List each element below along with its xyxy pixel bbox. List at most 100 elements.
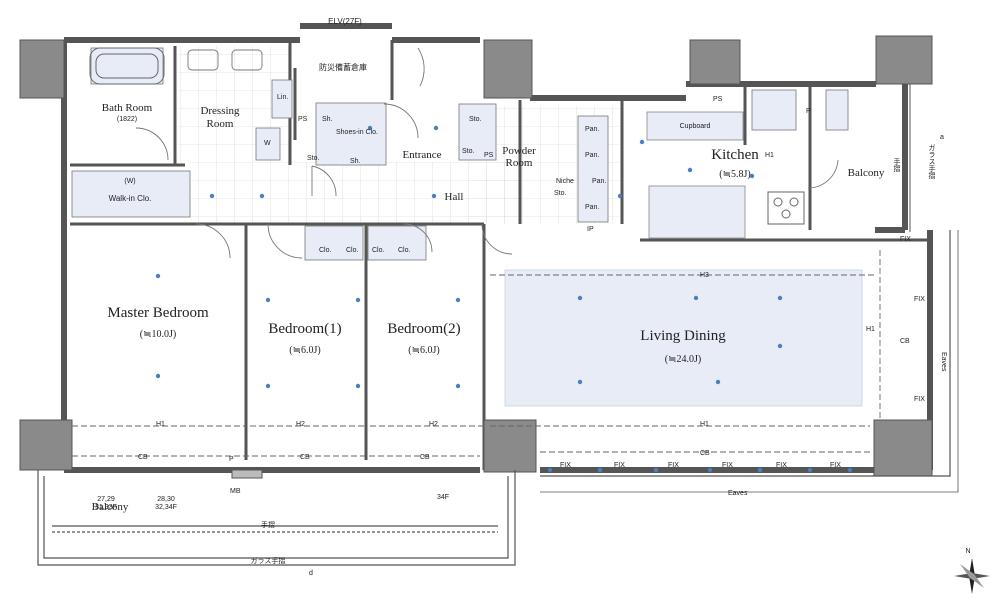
header-lines [72, 250, 881, 457]
glass-handrail-label-east: ガラス手摺 [928, 144, 935, 179]
kitchen-counter [648, 185, 746, 239]
elevator-label: ELV(27F) [328, 17, 362, 26]
h3-annot: H3 [700, 272, 709, 279]
living-dining-floor [504, 269, 863, 407]
closet-label-b1b: Clo. [346, 247, 359, 254]
mb-label: MB [230, 488, 241, 495]
cb-annot-2: CB [300, 454, 310, 461]
walkin-code: (W) [124, 178, 136, 185]
h1-annot-living: H1 [700, 421, 709, 428]
bedroom2-name: Bedroom(2) [387, 321, 461, 337]
powder-line1: Powder [502, 145, 536, 157]
p-label-kitchen: P [806, 108, 811, 115]
kitchen-area: (≒5.8J) [719, 169, 751, 180]
structural-columns [19, 35, 933, 479]
fix-annot-1: FIX [560, 462, 571, 469]
powder-line2: Room [505, 157, 533, 169]
marker-d: d [309, 570, 313, 577]
interior-walls [70, 40, 930, 470]
eaves-east: Eaves [940, 352, 947, 372]
cb-annot-3: CB [420, 454, 430, 461]
kitchen-name: Kitchen [711, 147, 759, 163]
tiled-floors [178, 46, 620, 224]
dressing-line2: Room [206, 118, 234, 130]
cupboard-label: Cupboard [679, 123, 711, 130]
closet-label-b1a: Clo. [319, 247, 332, 254]
fix-annot-e1: FIX [900, 236, 911, 243]
niche-storage-label: Sto. [554, 190, 567, 197]
fix-annot-3: FIX [668, 462, 679, 469]
pantry-label-4: Pan. [585, 204, 600, 211]
balcony-outlines [37, 83, 959, 566]
disaster-storage-name: 防災備蓄倉庫 [319, 63, 367, 72]
ps-label: PS [298, 116, 308, 123]
closet-label-b2b: Clo. [398, 247, 411, 254]
fix-annot-6: FIX [830, 462, 841, 469]
marker-a: a [940, 134, 944, 141]
south-balcony-name: Balcony [91, 501, 129, 513]
living-dining-area: (≒24.0J) [664, 354, 702, 365]
fix-annot-e2: FIX [914, 296, 925, 303]
cb-annot-1: CB [138, 454, 148, 461]
pantry-label-1: Pan. [585, 126, 600, 133]
pantry-label-3: Pan. [592, 178, 607, 185]
stove [767, 191, 805, 225]
washer-label: W [264, 140, 271, 147]
ac-left-line2: 31,33F [95, 504, 117, 511]
hall-name: Hall [444, 191, 464, 203]
master-bedroom-area: (≒10.0J) [139, 329, 177, 340]
ps-label-2: PS [484, 152, 494, 159]
h1-annot-east: H1 [866, 326, 875, 333]
h2-annot-b2: H2 [429, 421, 438, 428]
glass-handrail-label-south: ガラス手摺 [250, 558, 286, 565]
storage-label-entrance-2: Sto. [462, 148, 475, 155]
living-dining-name: Living Dining [640, 328, 726, 344]
fix-annot-2: FIX [614, 462, 625, 469]
ip-label: IP [587, 226, 594, 233]
cb-annot-east: CB [900, 338, 910, 345]
ac-left-line1: 27,29 [97, 496, 115, 503]
north-compass [954, 558, 990, 594]
p-label-balcony: P [229, 456, 234, 463]
storage-label-entrance: Sto. [469, 116, 482, 123]
linen-label: Lin. [277, 94, 289, 101]
bedroom1-name: Bedroom(1) [268, 321, 342, 337]
bath-room-size: (1822) [116, 116, 138, 123]
eaves-south: Eaves [728, 490, 748, 497]
niche-label: Niche [556, 178, 574, 185]
ac-right-line2: 32,34F [155, 504, 177, 511]
walkin-name: Walk-in Clo. [108, 194, 152, 203]
handrail-label-east: 手摺 [893, 158, 900, 172]
cb-annot-living: CB [700, 450, 710, 457]
storage-label-shoes: Sto. [307, 155, 320, 162]
master-bedroom-name: Master Bedroom [107, 305, 209, 321]
shower-label-2: Sh. [350, 158, 361, 165]
bath-room-name: Bath Room [101, 102, 153, 114]
closet-label-b2a: Clo. [372, 247, 385, 254]
ceiling-lights [155, 125, 853, 473]
pantry-label-2: Pan. [585, 152, 600, 159]
entrance-name: Entrance [402, 149, 442, 161]
h1-annot-kitchen: H1 [765, 152, 774, 159]
bedroom1-area: (≒6.0J) [289, 345, 321, 356]
door-swings [135, 47, 839, 259]
closet-blocks [71, 47, 849, 261]
ps-label-kitchen: PS [713, 96, 723, 103]
compass-north-label: N [965, 548, 971, 555]
bathtub [89, 47, 165, 85]
h1-annot-master: H1 [156, 421, 165, 428]
kitchen-cupboard [646, 111, 744, 141]
bedroom2-area: (≒6.0J) [408, 345, 440, 356]
floor-34f-label: 34F [437, 494, 450, 501]
fix-annot-e3: FIX [914, 396, 925, 403]
shower-label: Sh. [322, 116, 333, 123]
dressing-line1: Dressing [200, 105, 240, 117]
sinks [187, 49, 263, 71]
handrail-label: 手摺 [261, 522, 275, 529]
h2-annot-b1: H2 [296, 421, 305, 428]
shoes-closet-name: Shoes-in Clo. [335, 129, 379, 136]
fix-annot-5: FIX [776, 462, 787, 469]
ac-right-line1: 28,30 [157, 496, 175, 503]
fix-annot-4: FIX [722, 462, 733, 469]
